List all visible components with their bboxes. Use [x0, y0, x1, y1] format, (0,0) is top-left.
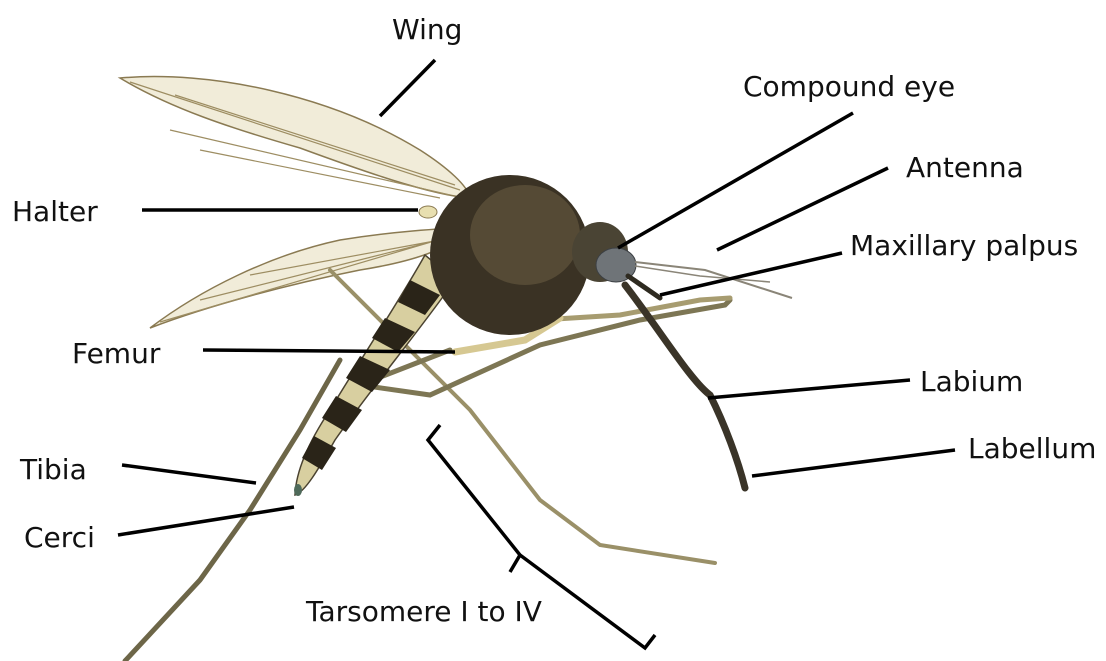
leader-femur — [203, 350, 455, 352]
leader-tibia — [122, 465, 256, 483]
maxillary-palpus-label: Maxillary palpus — [850, 232, 1078, 260]
wing-label: Wing — [392, 16, 462, 44]
leader-compound-eye — [618, 113, 853, 248]
tibia-label: Tibia — [20, 456, 87, 484]
labium-label: Labium — [920, 368, 1023, 396]
antenna-shape — [635, 262, 792, 298]
labellum-label: Labellum — [968, 435, 1096, 463]
halter-knob — [419, 206, 437, 218]
leader-labium — [708, 380, 910, 398]
leader-wing — [380, 60, 435, 116]
halter-label: Halter — [12, 198, 98, 226]
compound-eye-label: Compound eye — [743, 73, 955, 101]
abdomen — [294, 255, 455, 496]
antenna-label: Antenna — [906, 154, 1024, 182]
proboscis-shape — [625, 285, 745, 488]
leader-labellum — [752, 450, 955, 476]
cerci-label: Cerci — [24, 524, 95, 552]
thorax — [419, 175, 590, 335]
thorax-sheen — [470, 185, 580, 285]
femur-label: Femur — [72, 340, 160, 368]
cerci-tip — [294, 484, 302, 496]
head — [572, 222, 792, 488]
upper-wing — [120, 77, 470, 198]
leader-cerci — [118, 507, 294, 535]
tarsomere-label: Tarsomere I to IV — [306, 598, 542, 626]
leader-lines — [118, 60, 955, 648]
